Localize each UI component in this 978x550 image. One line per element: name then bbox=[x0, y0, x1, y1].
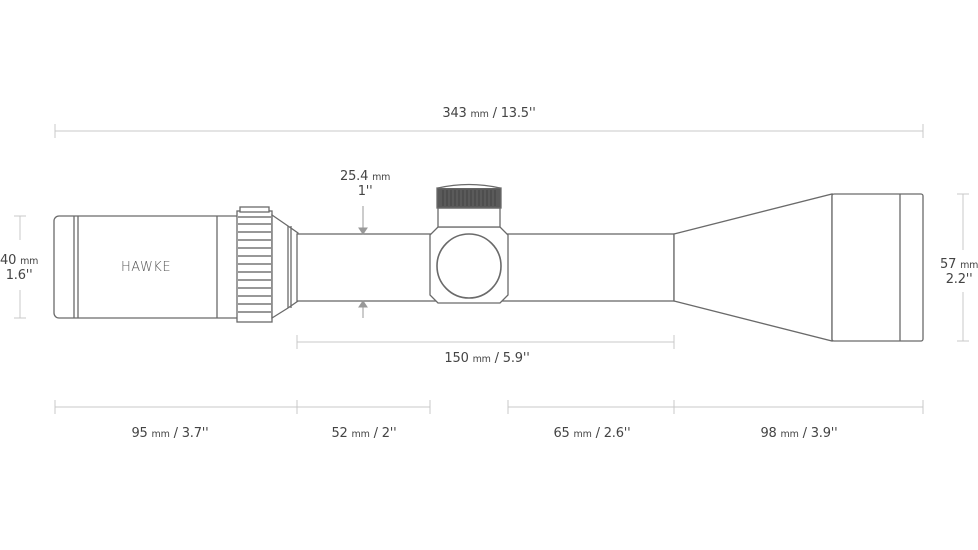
hawke-logo: HAWKE bbox=[121, 260, 172, 275]
overall-length-dimension-line bbox=[54, 124, 924, 138]
objective-diameter-unit: mm bbox=[960, 260, 978, 271]
objective-diameter-imperial: 2.2'' bbox=[945, 272, 973, 287]
overall-length-imperial: / 13.5'' bbox=[492, 106, 536, 121]
segment-imperial: / 2'' bbox=[373, 426, 397, 441]
overall-length-label: 343 mm / 13.5'' bbox=[442, 106, 535, 121]
power-ring bbox=[236, 210, 273, 323]
segment-value: 95 bbox=[131, 426, 148, 441]
mount-length-imperial: / 5.9'' bbox=[494, 351, 530, 366]
eyepiece-diameter-imperial: 1.6'' bbox=[5, 268, 33, 283]
overall-length-value: 343 bbox=[442, 106, 467, 121]
eyepiece-diameter-unit: mm bbox=[20, 256, 39, 267]
turret-knurling bbox=[442, 190, 496, 206]
mount-length-label: 150 mm / 5.9'' bbox=[444, 351, 529, 366]
segment-value: 52 bbox=[331, 426, 348, 441]
tube-diameter-unit: mm bbox=[372, 172, 391, 183]
segment-imperial: / 3.7'' bbox=[173, 426, 209, 441]
elevation-turret-base bbox=[437, 207, 501, 228]
mount-length-dimension-line bbox=[296, 335, 675, 349]
tube-diameter-arrows bbox=[358, 206, 368, 318]
mount-length-unit: mm bbox=[472, 354, 491, 365]
segment-label-rear-tube: 65 mm / 2.6'' bbox=[553, 426, 630, 441]
tube-diameter-imperial: 1'' bbox=[357, 184, 373, 199]
segment-label-objective: 98 mm / 3.9'' bbox=[760, 426, 837, 441]
segment-label-front-tube: 52 mm / 2'' bbox=[331, 426, 396, 441]
scope-body bbox=[53, 183, 924, 342]
objective-diameter-label: 57 mm 2.2'' bbox=[940, 258, 978, 287]
side-focus-knob bbox=[436, 233, 502, 299]
segment-imperial: / 3.9'' bbox=[802, 426, 838, 441]
segment-value: 65 bbox=[553, 426, 570, 441]
objective-diameter-value: 57 bbox=[940, 257, 957, 272]
segment-label-eyepiece: 95 mm / 3.7'' bbox=[131, 426, 208, 441]
objective-bell bbox=[673, 193, 833, 342]
segment-unit: mm bbox=[151, 429, 170, 440]
segment-unit: mm bbox=[780, 429, 799, 440]
segment-dimension-lines bbox=[54, 400, 924, 414]
eyepiece-diameter-dimension-line bbox=[14, 215, 26, 319]
segment-imperial: / 2.6'' bbox=[595, 426, 631, 441]
mount-length-value: 150 bbox=[444, 351, 469, 366]
tube-diameter-value: 25.4 bbox=[340, 169, 369, 184]
segment-unit: mm bbox=[351, 429, 370, 440]
overall-length-unit: mm bbox=[470, 109, 489, 120]
segment-value: 98 bbox=[760, 426, 777, 441]
eyepiece-diameter-value: 40 bbox=[0, 253, 17, 268]
objective-housing bbox=[831, 193, 924, 342]
objective-diameter-dimension-line bbox=[957, 193, 969, 342]
tube-diameter-label: 25.4 mm 1'' bbox=[340, 170, 390, 199]
segment-unit: mm bbox=[573, 429, 592, 440]
eyepiece-diameter-label: 40 mm 1.6'' bbox=[0, 254, 38, 283]
